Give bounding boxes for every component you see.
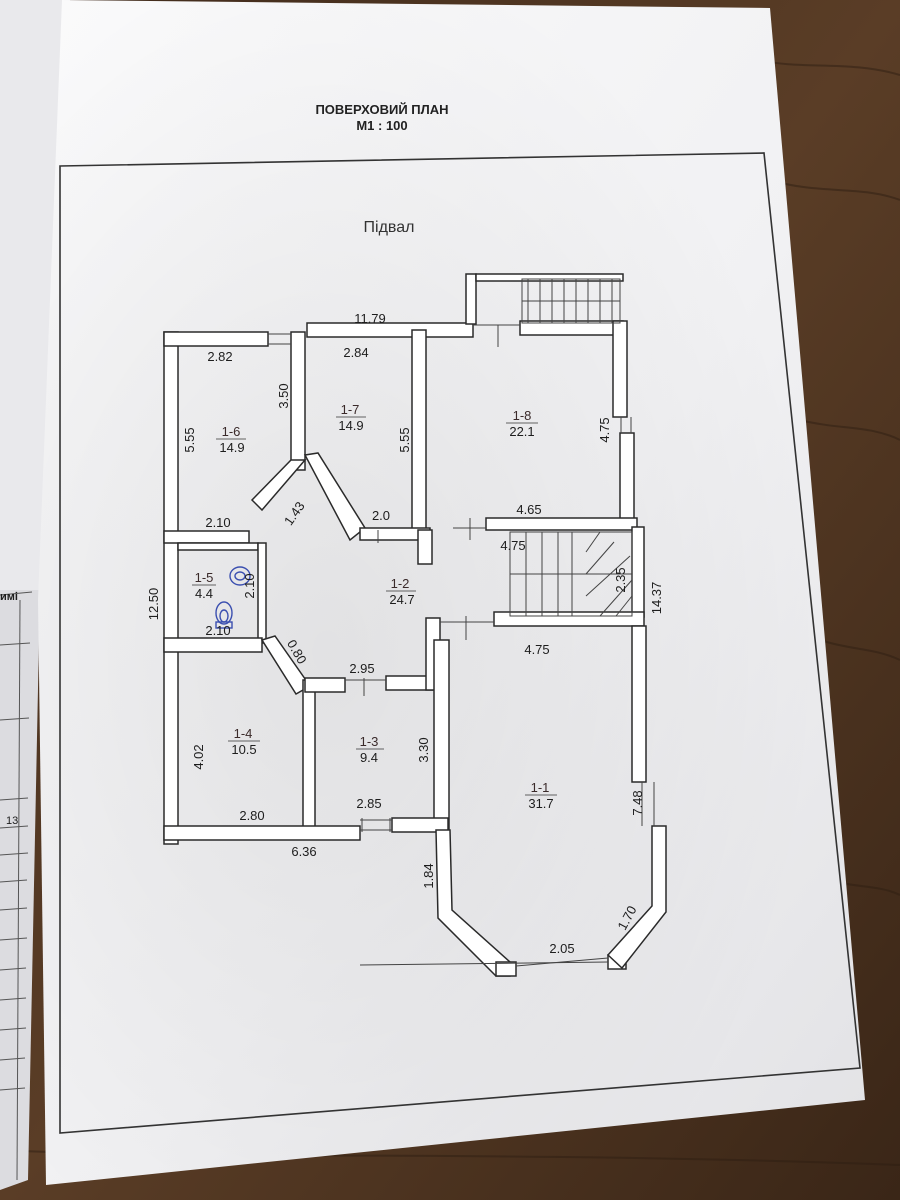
- dim-label: 5.55: [182, 427, 197, 452]
- dim-label: 2.10: [205, 515, 230, 530]
- room-1-7-id: 1-7: [341, 402, 360, 417]
- dim-label: 7.48: [630, 790, 645, 815]
- dim-label: 4.75: [597, 417, 612, 442]
- dim-label: 2.35: [613, 567, 628, 592]
- room-1-5-area: 4.4: [195, 586, 213, 601]
- room-1-3-id: 1-3: [360, 734, 379, 749]
- room-1-4-area: 10.5: [231, 742, 256, 757]
- room-1-8-area: 22.1: [509, 424, 534, 439]
- toilet-icon: [215, 601, 233, 629]
- room-1-4-id: 1-4: [234, 726, 253, 741]
- room-1-7-area: 14.9: [338, 418, 363, 433]
- room-labels: 1-1 31.7 1-2 24.7 1-3 9.4 1-4 10.5 1-5 4…: [192, 402, 557, 811]
- dim-label: 2.05: [549, 941, 574, 956]
- room-1-6-id: 1-6: [222, 424, 241, 439]
- dim-label: 2.0: [372, 508, 390, 523]
- dimension-labels: 11.79 2.82 2.84 3.50 5.55 5.55 4.75 2.10…: [146, 311, 664, 956]
- side-sheet-text: имі: [0, 591, 18, 603]
- dim-label: 2.84: [343, 345, 368, 360]
- room-1-1-area: 31.7: [528, 796, 553, 811]
- room-1-2-area: 24.7: [389, 592, 414, 607]
- dim-label: 2.85: [356, 796, 381, 811]
- dim-label: 5.55: [397, 427, 412, 452]
- drawing-frame: [59, 152, 861, 1134]
- floor-name: Підвал: [364, 219, 415, 236]
- dim-label: 1.84: [421, 863, 436, 888]
- dim-label: 6.36: [291, 844, 316, 859]
- dim-label: 4.75: [500, 538, 525, 553]
- room-1-5-id: 1-5: [195, 570, 214, 585]
- dim-label: 2.82: [207, 349, 232, 364]
- dim-label: 11.79: [354, 311, 386, 326]
- dim-label: 4.75: [524, 642, 549, 657]
- room-1-2-id: 1-2: [391, 576, 410, 591]
- side-document: имі 13: [0, 0, 70, 1190]
- dim-label: 4.65: [516, 502, 541, 517]
- dim-label: 2.95: [349, 661, 374, 676]
- plan-title: ПОВЕРХОВИЙ ПЛАН: [315, 102, 448, 117]
- dim-label: 4.02: [191, 744, 206, 769]
- room-1-8-id: 1-8: [513, 408, 532, 423]
- side-sheet-number: 13: [6, 815, 18, 827]
- dim-label: 2.10: [205, 623, 230, 638]
- dim-label: 12.50: [146, 588, 161, 621]
- sink-icon: [229, 566, 251, 586]
- plan-scale: М1 : 100: [356, 118, 407, 133]
- room-1-1-id: 1-1: [531, 780, 550, 795]
- dim-label: 3.50: [276, 383, 291, 408]
- walls: [163, 273, 667, 977]
- dim-label: 14.37: [649, 582, 664, 615]
- dim-label: 3.30: [416, 737, 431, 762]
- staircase: [509, 278, 633, 617]
- dim-label: 2.80: [239, 808, 264, 823]
- room-1-6-area: 14.9: [219, 440, 244, 455]
- room-1-3-area: 9.4: [360, 750, 378, 765]
- window-mark: [268, 324, 655, 967]
- dim-label: 2.10: [242, 573, 257, 598]
